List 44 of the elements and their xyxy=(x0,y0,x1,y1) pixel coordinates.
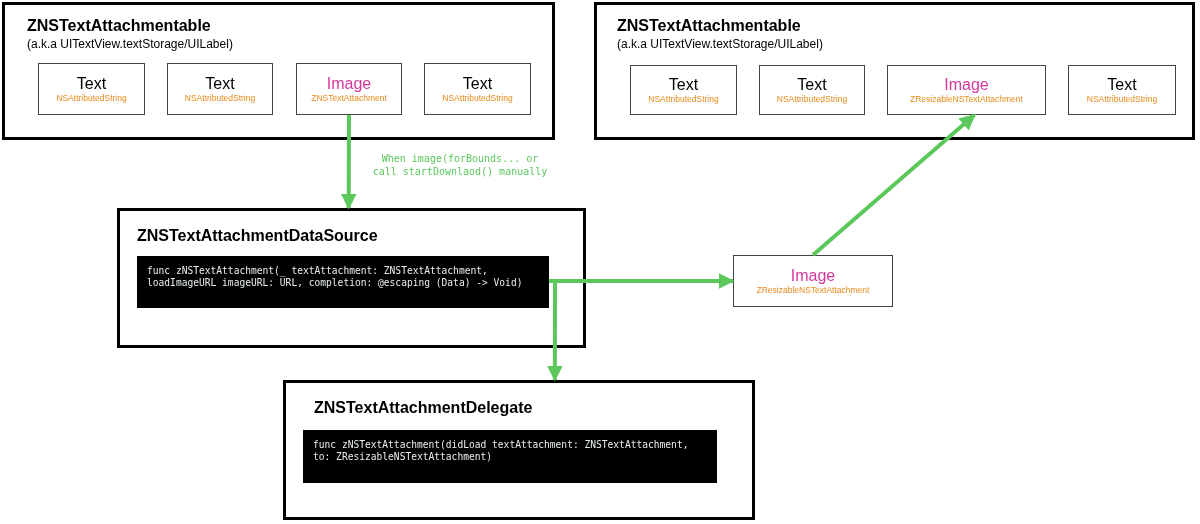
container-box xyxy=(283,380,755,520)
item-title: Image xyxy=(944,75,989,95)
arrow xyxy=(811,113,976,257)
item-title: Text xyxy=(76,74,107,94)
attachment-box xyxy=(887,65,1046,115)
code-block xyxy=(303,430,717,483)
type-name: ZResizableNSTextAttachment xyxy=(756,285,870,296)
box-title: ZNSTextAttachmentable xyxy=(27,17,211,35)
item-title: Text xyxy=(205,74,235,94)
arrow xyxy=(340,115,357,210)
type-name: NSAttributedString xyxy=(442,93,513,104)
item-title: Text xyxy=(668,75,699,95)
item-title: Text xyxy=(797,75,827,95)
box-subtitle: (a.k.a UITextView.textStorage/UILabel) xyxy=(617,37,823,51)
attachment-box xyxy=(38,63,145,115)
type-name: NSAttributedString xyxy=(648,94,719,105)
type-name: NSAttributedString xyxy=(184,93,256,104)
type-name: ZResizableNSTextAttachment xyxy=(910,94,1023,105)
attachment-box xyxy=(424,63,531,115)
box-subtitle: (a.k.a UITextView.textStorage/UILabel) xyxy=(27,37,233,51)
attachment-box xyxy=(733,255,893,307)
item-title: Image xyxy=(790,266,836,286)
box-title: ZNSTextAttachmentDelegate xyxy=(314,399,533,417)
type-name: ZNSTextAttachment xyxy=(311,93,387,104)
container-box xyxy=(594,2,1195,140)
attachment-box xyxy=(759,65,865,115)
attachment-box xyxy=(1068,65,1176,115)
type-name: NSAttributedString xyxy=(56,93,127,104)
code-block xyxy=(137,256,549,308)
attachment-box xyxy=(630,65,737,115)
code-text: func zNSTextAttachment(didLoad textAttachment: ZNSTextAttachment, to: ZResizableNSTextAttachment) xyxy=(313,439,690,464)
box-title: ZNSTextAttachmentable xyxy=(617,17,801,35)
type-name: NSAttributedString xyxy=(1086,94,1158,105)
attachment-box xyxy=(167,63,273,115)
attachment-box xyxy=(296,63,402,115)
container-box xyxy=(2,2,555,140)
type-name: NSAttributedString xyxy=(776,94,848,105)
code-text: func zNSTextAttachment(_ textAttachment: ZNSTextAttachment, loadImageURL imageURL: URL, completion: @escaping (Data) -> Void) xyxy=(147,265,524,290)
edge-label: When image(forBounds... or call startDownlaod() manually xyxy=(371,152,549,178)
item-title: Text xyxy=(1107,75,1137,95)
item-title: Text xyxy=(462,74,493,94)
item-title: Image xyxy=(326,74,372,94)
box-title: ZNSTextAttachmentDataSource xyxy=(137,227,378,245)
container-box xyxy=(117,208,586,348)
